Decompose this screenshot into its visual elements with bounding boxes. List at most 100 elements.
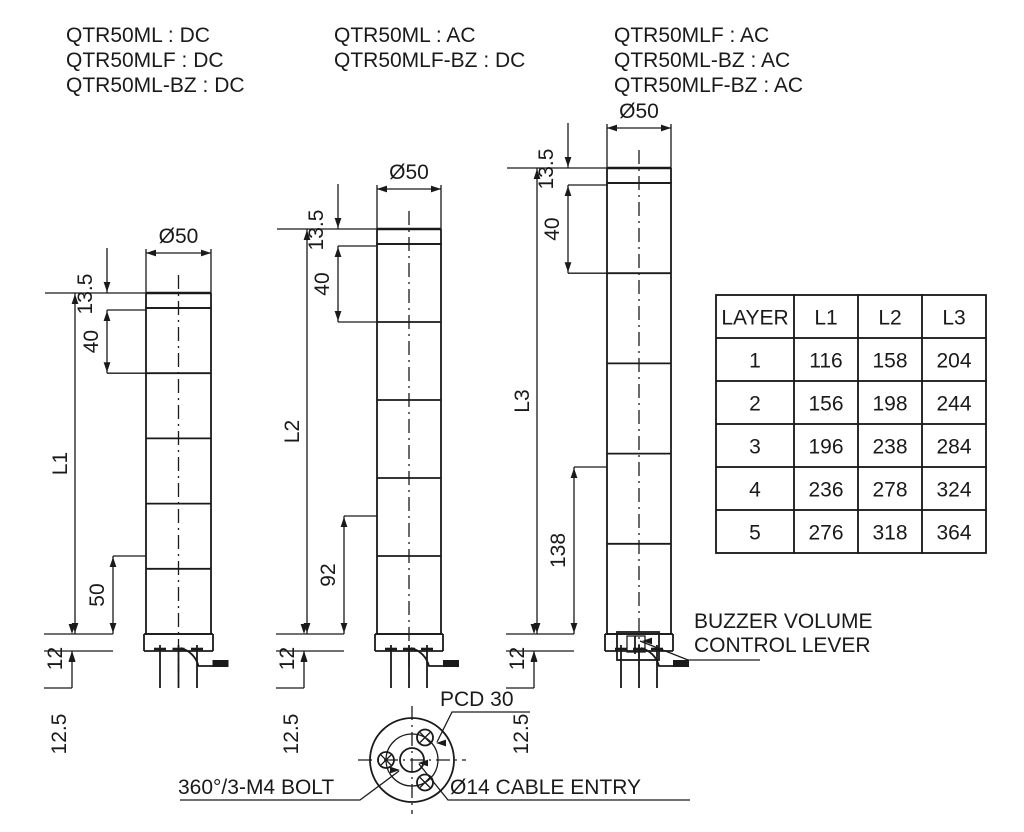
view-l1-dia-arrow-right [201, 249, 211, 257]
view-l2-dia-arrow-left [377, 185, 387, 193]
view-l3-label-top-gap: 13.5 [535, 149, 558, 190]
callout-buzzer-line2: CONTROL LEVER [694, 634, 871, 657]
view-l1-overall-arrow-top [71, 294, 79, 304]
table-cell-r4-c3: 278 [872, 479, 907, 502]
table-cell-r1-c2: 116 [809, 350, 842, 373]
view-l2-overall-arrow-top [303, 230, 311, 240]
table-header-l3: L3 [942, 307, 965, 330]
table-cell-r3-c1: 3 [749, 436, 761, 459]
view-l2-cable-gland [443, 660, 459, 667]
callout-buzzer-line1: BUZZER VOLUME [694, 610, 873, 633]
view-l3-label-overall: L3 [511, 389, 534, 412]
title-group-dc-line-3: QTR50ML-BZ : DC [66, 74, 245, 97]
view-l2-cable [410, 647, 443, 667]
view-l3-overall-arrow-top [533, 169, 541, 179]
view-l1-module-arrow-bottom [103, 362, 111, 373]
view-l1-lower-arrow-bottom [109, 623, 117, 633]
callout-bolt-arrow [390, 766, 400, 774]
view-l1-label-top-gap: 13.5 [74, 274, 97, 315]
base-detail-bolt-mark-b-1 [419, 732, 431, 743]
table-cell-r4-c4: 324 [936, 479, 971, 502]
title-group-ac-2-line-2: QTR50ML-BZ : AC [614, 49, 790, 72]
view-l3-buzzer-body [616, 631, 660, 661]
view-l1-label-diameter: Ø50 [159, 225, 199, 248]
table-cell-r1-c1: 1 [749, 350, 761, 373]
view-l1-label-module-height: 40 [80, 330, 103, 353]
title-group-ac-2-line-1: QTR50MLF : AC [614, 24, 769, 47]
title-group-dc-line-2: QTR50MLF : DC [66, 49, 224, 72]
table-cell-r3-c3: 238 [872, 436, 907, 459]
view-l2-label-bolt-length: 12.5 [280, 714, 303, 755]
view-l3-label-module-height: 40 [541, 217, 564, 240]
callout-bolt-leader [180, 770, 400, 801]
table-cell-r2-c3: 198 [872, 393, 907, 416]
view-l3-module-arrow-top [564, 186, 572, 196]
view-l3-bolt-arrow-top [530, 652, 538, 662]
table-header-layer: LAYER [721, 307, 788, 330]
view-l3-lower-arrow-bottom [570, 623, 578, 633]
view-l3-buzzer-lever [626, 635, 646, 653]
view-l2-bolt-arrow-top [300, 652, 308, 662]
view-l2-lower-arrow-top [340, 517, 348, 527]
view-l3-module-arrow-bottom [564, 262, 572, 273]
view-l2-label-module-height: 40 [311, 272, 334, 295]
table-cell-r3-c2: 196 [808, 436, 843, 459]
view-l3-lower-arrow-top [570, 468, 578, 478]
view-l3-cable-gland [673, 660, 689, 667]
callout-cable-label: Ø14 CABLE ENTRY [450, 776, 641, 799]
view-l1-bolt-arrow-top [68, 652, 76, 662]
view-l2-label-lower-dim: 92 [317, 563, 340, 586]
view-l1-base-arrow-top [68, 624, 76, 634]
view-l1-label-overall: L1 [49, 452, 72, 475]
base-detail-bolt-3 [377, 751, 395, 769]
base-detail-bolt-1 [416, 728, 434, 747]
view-l3-label-base-height: 12 [506, 647, 529, 670]
view-l2-label-diameter: Ø50 [389, 161, 429, 184]
title-group-ac-1-line-1: QTR50ML : AC [334, 24, 476, 47]
view-l2-label-overall: L2 [281, 420, 304, 443]
table-cell-r1-c3: 158 [872, 350, 907, 373]
view-l2-base-arrow-top [300, 624, 308, 634]
view-l1-dia-arrow-left [146, 249, 156, 257]
table-cell-r5-c2: 276 [808, 522, 843, 545]
table-cell-r2-c1: 2 [749, 393, 761, 416]
callout-pcd-arrow [436, 739, 446, 747]
view-l3-cable [640, 647, 673, 667]
view-l2-topgap-arrow [334, 218, 342, 228]
table-cell-r2-c2: 156 [808, 393, 843, 416]
callout-cable-arrow [418, 759, 428, 767]
table-cell-r4-c2: 236 [808, 479, 843, 502]
view-l2-label-base-height: 12 [276, 647, 299, 670]
view-l1-label-lower-dim: 50 [86, 583, 109, 606]
callout-cable-leader [418, 763, 690, 801]
view-l2-label-top-gap: 13.5 [305, 210, 328, 251]
view-l3-label-lower-dim: 138 [547, 533, 570, 568]
view-l2-lower-arrow-bottom [340, 623, 348, 633]
table-cell-r3-c4: 284 [936, 436, 971, 459]
callout-buzzer-arrow [642, 637, 652, 645]
title-group-ac-2-line-3: QTR50MLF-BZ : AC [614, 74, 803, 97]
table-cell-r5-c3: 318 [872, 522, 907, 545]
view-l2-module-arrow-top [334, 247, 342, 257]
callout-pcd-label: PCD 30 [440, 688, 514, 711]
view-l1-topgap-arrow [103, 282, 111, 292]
table-cell-r1-c4: 204 [936, 350, 971, 373]
table-cell-r5-c4: 364 [936, 522, 971, 545]
table-cell-r2-c4: 244 [936, 393, 971, 416]
table-row [921, 509, 987, 554]
view-l3-dia-arrow-left [607, 124, 617, 132]
view-l1-module-arrow-top [103, 311, 111, 321]
view-l3-base-arrow-top [530, 624, 538, 634]
view-l1-cable-gland [212, 660, 229, 667]
base-detail-bolt-mark-b-2 [419, 777, 431, 788]
title-group-ac-1-line-2: QTR50MLF-BZ : DC [334, 49, 525, 72]
view-l3-label-bolt-length: 12.5 [510, 714, 533, 755]
base-detail-bolt-2 [416, 773, 434, 792]
base-detail-bolt-mark-b-3 [380, 754, 392, 766]
view-l3-topgap-arrow [564, 157, 572, 167]
title-group-dc-line-1: QTR50ML : DC [66, 24, 210, 47]
view-l3-dia-arrow-right [661, 124, 671, 132]
view-l2-module-arrow-bottom [334, 311, 342, 321]
callout-buzzer-leader [639, 640, 760, 661]
